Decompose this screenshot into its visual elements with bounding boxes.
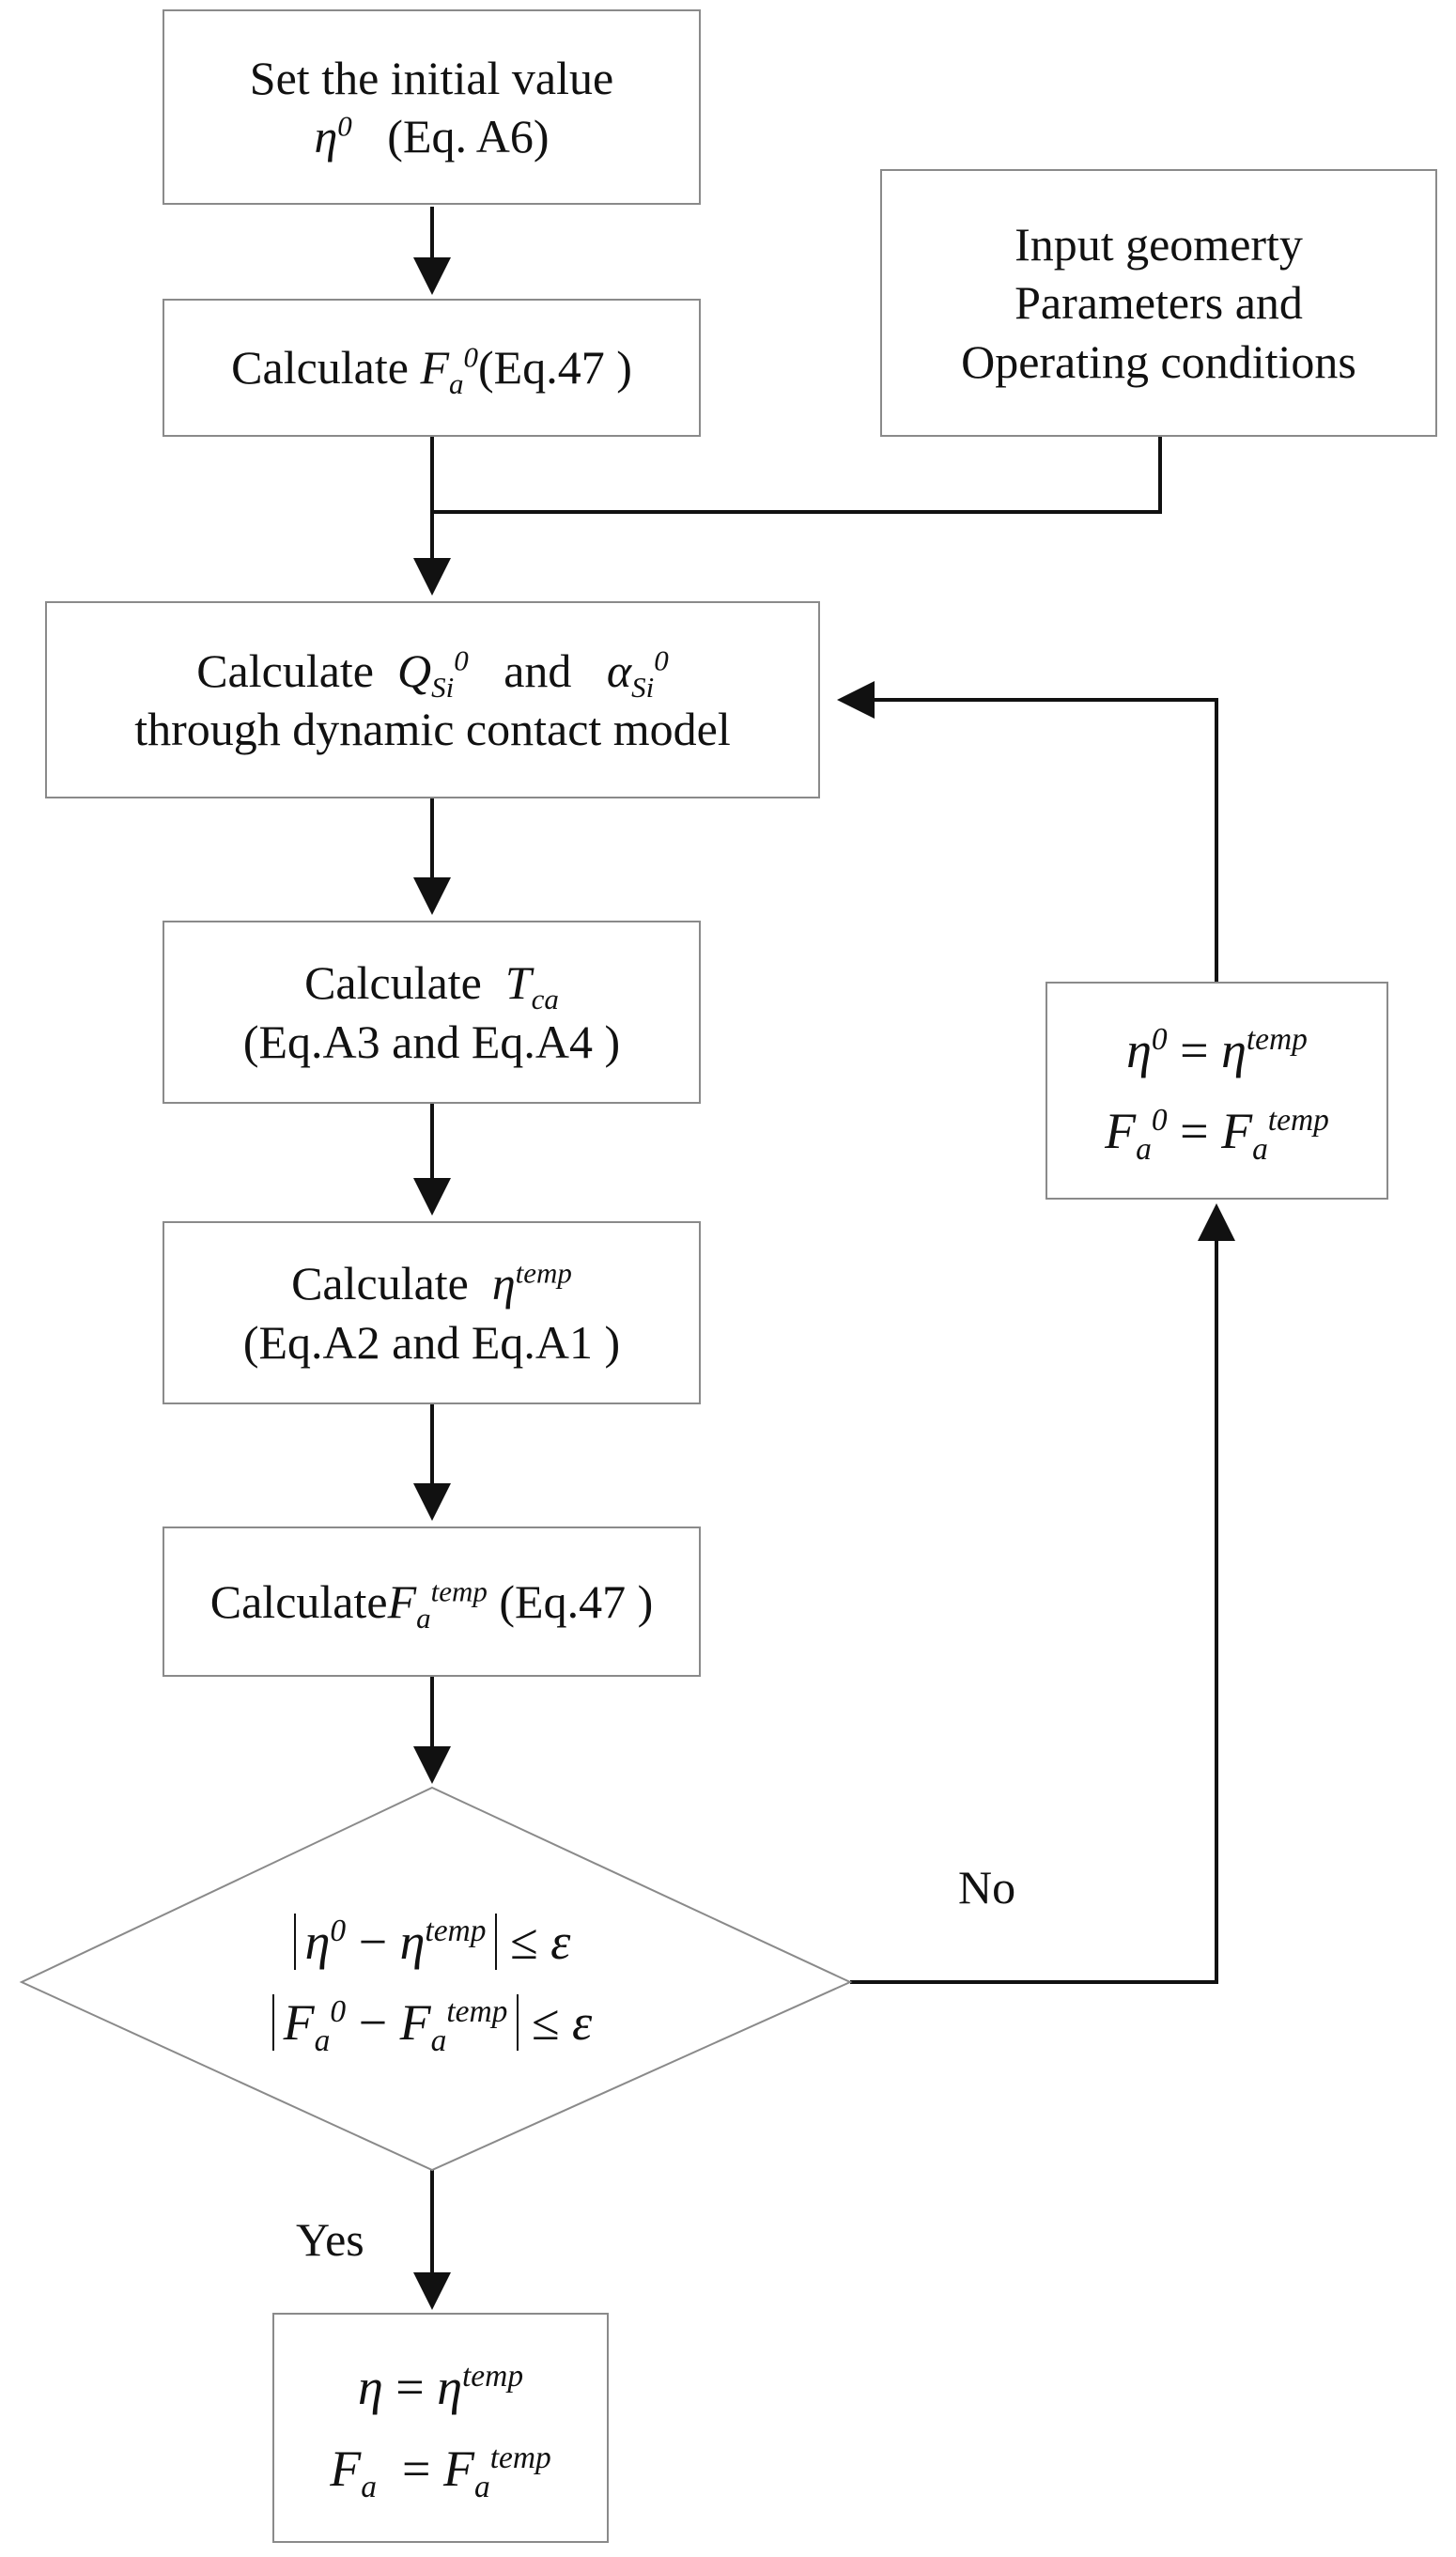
- decision-condition: η0 − ηtemp ≤ ε Fa0 − Fatemp ≤ ε: [141, 1836, 723, 2128]
- label-no: No: [958, 1861, 1016, 1914]
- update-eta: η0 = ηtemp: [1126, 1021, 1308, 1078]
- input-box: Input geomerty Parameters and Operating …: [880, 169, 1437, 437]
- calc-tca-line1: Calculate Tca: [304, 956, 559, 1015]
- line-input-to-merge: [432, 437, 1162, 514]
- calc-tca-box: Calculate Tca (Eq.A3 and Eq.A4 ): [163, 921, 701, 1104]
- result-eta: η = ηtemp: [357, 2359, 524, 2416]
- condition-fa: Fa0 − Fatemp ≤ ε: [271, 1982, 592, 2063]
- init-line2: η0 (Eq. A6): [314, 109, 550, 163]
- calc-fatemp-box: CalculateFatemp (Eq.47 ): [163, 1526, 701, 1677]
- result-box: η = ηtemp Fa = Fatemp: [272, 2313, 609, 2543]
- arrow-update-to-contact: [837, 681, 1218, 982]
- condition-eta: η0 − ηtemp ≤ ε: [293, 1901, 570, 1982]
- result-fa: Fa = Fatemp: [330, 2440, 551, 2504]
- calc-contact-line2: through dynamic contact model: [134, 703, 731, 755]
- calc-etatemp-line1: Calculate ηtemp: [291, 1256, 572, 1309]
- update-box: η0 = ηtemp Fa0 = Fatemp: [1046, 982, 1388, 1200]
- calc-etatemp-box: Calculate ηtemp (Eq.A2 and Eq.A1 ): [163, 1221, 701, 1404]
- input-line1: Input geomerty: [1015, 217, 1303, 271]
- arrow-decision-no-to-update: [850, 1203, 1235, 1984]
- init-line1: Set the initial value: [249, 51, 614, 104]
- input-line3: Operating conditions: [961, 334, 1356, 388]
- input-line2: Parameters and: [1015, 276, 1303, 330]
- init-box: Set the initial value η0 (Eq. A6): [163, 9, 701, 205]
- calc-contact-line1: Calculate QSi0 and αSi0: [196, 643, 669, 704]
- calc-fa0-text: Calculate Fa0(Eq.47 ): [231, 340, 632, 401]
- calc-contact-box: Calculate QSi0 and αSi0 through dynamic …: [45, 601, 820, 798]
- update-fa: Fa0 = Fatemp: [1105, 1103, 1329, 1167]
- calc-etatemp-line2: (Eq.A2 and Eq.A1 ): [242, 1315, 621, 1369]
- decision-diamond: [19, 1786, 853, 2172]
- calc-tca-line2: (Eq.A3 and Eq.A4 ): [242, 1015, 621, 1068]
- calc-fatemp-text: CalculateFatemp (Eq.47 ): [209, 1574, 654, 1635]
- calc-fa0-box: Calculate Fa0(Eq.47 ): [163, 299, 701, 437]
- label-yes: Yes: [296, 2213, 364, 2266]
